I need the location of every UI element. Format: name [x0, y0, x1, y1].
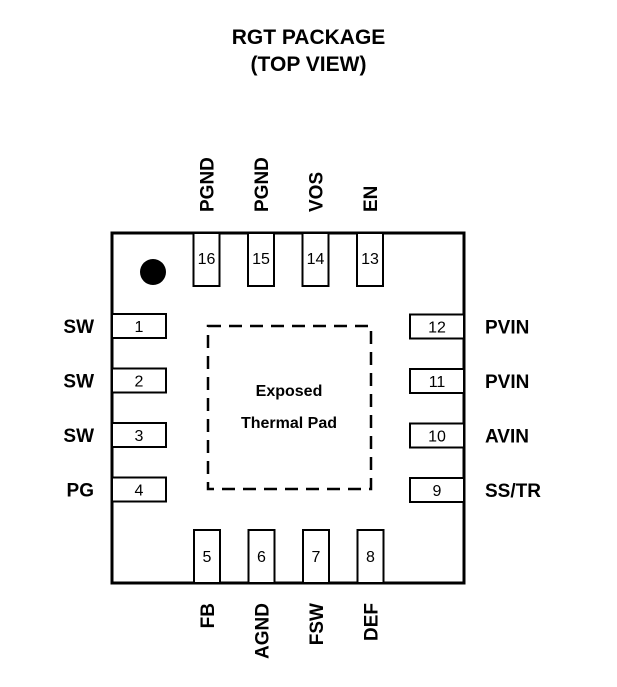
pin-number-16: 16 [198, 251, 216, 268]
package-body [110, 231, 466, 585]
pin-name-1: SW [63, 317, 94, 338]
pin-pad-4 [111, 476, 167, 503]
pin-pad-9 [409, 477, 465, 503]
pin-pad-12 [409, 313, 465, 340]
pin-name-14: VOS [307, 172, 328, 212]
pin-1: 1 SW [63, 313, 167, 339]
thermal-pad-label-line2: Thermal Pad [241, 415, 337, 432]
pin-number-6: 6 [257, 549, 266, 566]
pin-number-1: 1 [135, 319, 144, 336]
pin-pad-7 [302, 529, 330, 584]
pin-pad-1 [111, 313, 167, 339]
pin-pad-8 [356, 529, 385, 584]
pin-pad-15 [247, 232, 275, 287]
pin-name-13: EN [361, 186, 382, 212]
pin-number-7: 7 [312, 549, 321, 566]
pin-name-6: AGND [253, 603, 274, 659]
pin-pad-11 [409, 368, 465, 394]
pin-name-11: PVIN [485, 372, 529, 393]
thermal-pad-outline [206, 324, 373, 491]
pin-number-14: 14 [307, 251, 325, 268]
pin-number-2: 2 [135, 374, 144, 391]
pin-name-15: PGND [252, 157, 273, 212]
pin-11: 11 PVIN [409, 368, 529, 394]
pin-number-15: 15 [252, 251, 270, 268]
pin-name-4: PG [67, 481, 94, 502]
pin-9: 9 SS/TR [409, 477, 541, 503]
pin-pad-16 [192, 232, 221, 287]
diagram-subtitle: (TOP VIEW) [250, 53, 367, 76]
pin-13: 13 EN [356, 186, 384, 287]
pin-number-11: 11 [429, 374, 446, 391]
pin-name-5: FB [198, 603, 219, 628]
pin-pad-6 [247, 529, 276, 584]
pin-3: 3 SW [63, 422, 167, 448]
pin-pad-10 [409, 422, 465, 449]
diagram-title: RGT PACKAGE [231, 26, 386, 49]
pin-16: 16 PGND [192, 157, 221, 287]
pin-4: 4 PG [67, 476, 167, 503]
pin-number-8: 8 [366, 549, 375, 566]
pin-name-3: SW [63, 426, 94, 447]
pin-pad-3 [111, 422, 167, 448]
pin-name-10: AVIN [485, 427, 529, 448]
pin-name-16: PGND [198, 157, 219, 212]
pin-name-8: DEF [362, 603, 383, 641]
pin1-marker-dot [140, 259, 166, 285]
pin-pad-5 [193, 529, 221, 584]
pin-number-5: 5 [203, 549, 212, 566]
pin-name-7: FSW [307, 603, 328, 645]
thermal-pad-label-line1: Exposed [256, 383, 323, 400]
pin-number-3: 3 [135, 428, 144, 445]
pin-number-10: 10 [428, 429, 446, 446]
pin-5: 5FB [193, 529, 221, 628]
pin-pad-13 [356, 232, 384, 287]
pin-pad-2 [111, 367, 167, 394]
pin-number-9: 9 [433, 483, 442, 500]
pin-10: 10 AVIN [409, 422, 529, 449]
pin-12: 12 PVIN [409, 313, 529, 340]
pin-number-12: 12 [428, 320, 446, 337]
pin-pad-14 [301, 232, 330, 287]
pin-number-4: 4 [135, 483, 144, 500]
pin-14: 14 VOS [301, 172, 330, 287]
pin-name-2: SW [63, 372, 94, 393]
pin-name-9: SS/TR [485, 481, 541, 502]
pin-name-12: PVIN [485, 318, 529, 339]
pin-number-13: 13 [361, 251, 379, 268]
pin-15: 15 PGND [247, 157, 275, 287]
pin-2: 2 SW [63, 367, 167, 394]
